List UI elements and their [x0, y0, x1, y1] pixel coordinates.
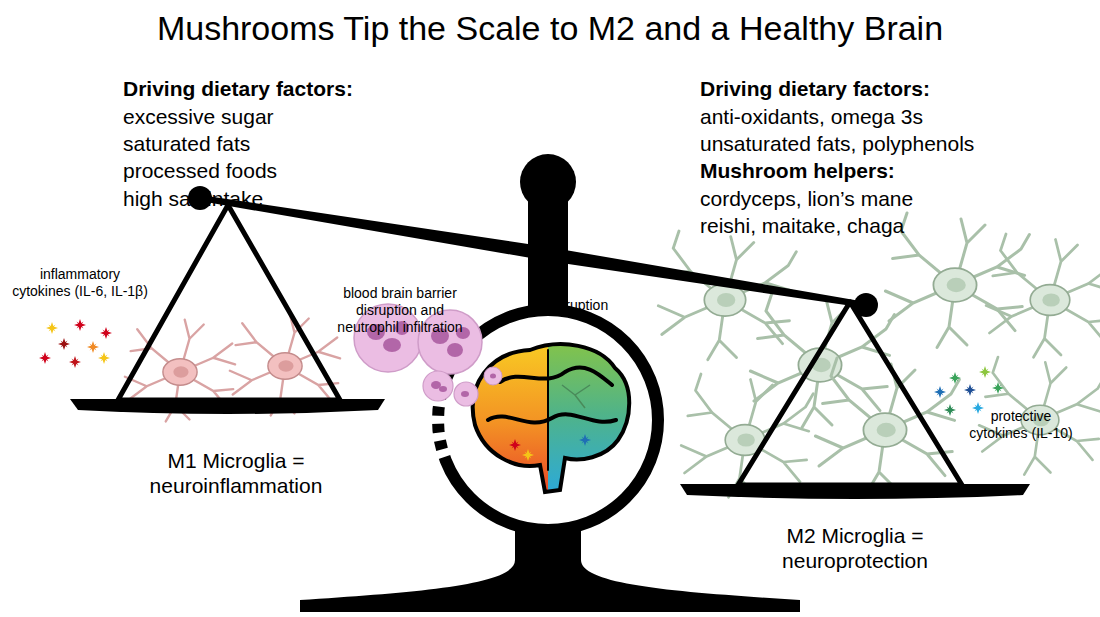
- cytokine: [74, 319, 86, 331]
- microglia-state: M1 Microglia = neuroinflammation: [136, 448, 336, 498]
- cytokine: [949, 372, 961, 384]
- neutrophil: [484, 367, 502, 385]
- microglia-cell: [658, 231, 796, 360]
- scale-beam: [200, 195, 866, 308]
- brain-divide: [547, 350, 549, 470]
- cytokine: [46, 322, 58, 334]
- pan-plate: [70, 399, 385, 414]
- mushroom-item: cordyceps, lion’s mane: [700, 186, 913, 211]
- pan-hanger: [118, 205, 340, 400]
- factor-item: anti-oxidants, omega 3s: [700, 104, 923, 129]
- diagram-title: Mushrooms Tip the Scale to M2 and a Heal…: [0, 8, 1100, 49]
- factor-item: processed foods: [123, 158, 277, 183]
- cytokine: [934, 386, 946, 398]
- microglia-cell: [750, 293, 894, 427]
- microglia-cell: [815, 358, 959, 492]
- right-pan: [680, 302, 1030, 499]
- cytokine: [69, 356, 81, 368]
- brain-gyrus: [488, 414, 616, 422]
- neutrophil: [454, 382, 478, 406]
- factor-heading: Driving dietary factors:: [123, 76, 353, 101]
- neutrophil: [423, 371, 453, 401]
- stand-base: [300, 525, 800, 612]
- inflammatory-cytokines: [39, 319, 112, 368]
- cytokine: [100, 327, 112, 339]
- cytokine: [522, 449, 534, 461]
- beam-end: [854, 293, 878, 317]
- barrier-note: blood brain barrier disruption and neutr…: [335, 285, 465, 335]
- mushroom-heading: Mushroom helpers:: [700, 158, 895, 183]
- microglia-state: M2 Microglia = neuroprotection: [755, 523, 955, 573]
- factor-item: saturated fats: [123, 131, 250, 156]
- factor-item: excessive sugar: [123, 104, 274, 129]
- mushroom-item: reishi, maitake, chaga: [700, 213, 904, 238]
- microglia-cell: [885, 213, 1029, 347]
- cytokine: [98, 352, 110, 364]
- factor-heading: Driving dietary factors:: [700, 76, 930, 101]
- left-pan: [70, 205, 385, 414]
- cytokine: [579, 434, 591, 446]
- brain-gyrus: [500, 368, 612, 385]
- cytokine: [39, 352, 51, 364]
- cytokine: [944, 404, 956, 416]
- brain-outline: [473, 344, 629, 492]
- cytokine-label: protective cytokines (IL-10): [962, 408, 1080, 442]
- microglia-cell: [986, 234, 1100, 357]
- m2-microglia: [658, 213, 1100, 497]
- cytokine: [58, 338, 70, 350]
- factor-item: unsaturated fats, polyphenols: [700, 131, 974, 156]
- cytokine: [87, 341, 99, 353]
- cytokine-label: inflammatory cytokines (IL-6, IL-1β): [10, 266, 150, 300]
- pan-plate: [680, 484, 1030, 499]
- barrier-note: no disruption: [528, 297, 608, 314]
- factor-item: high salt intake: [123, 186, 263, 211]
- brain-left-half: [440, 330, 548, 500]
- pan-hanger: [738, 302, 962, 485]
- cytokine: [509, 439, 521, 451]
- cytokine: [992, 382, 1004, 394]
- cytokine: [964, 384, 976, 396]
- cytokine: [972, 402, 984, 414]
- cytokine: [979, 366, 991, 378]
- stand-knob: [520, 154, 576, 210]
- brain-microglia: [562, 385, 590, 408]
